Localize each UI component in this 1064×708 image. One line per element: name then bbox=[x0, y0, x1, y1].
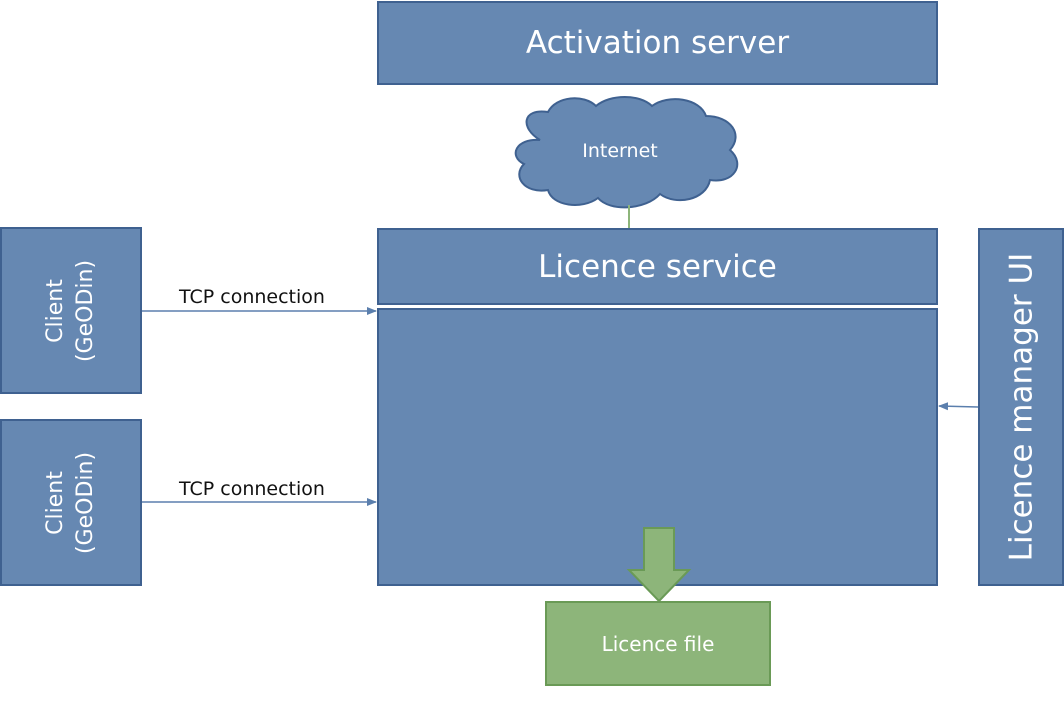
client-box-2: Client (GeODin) bbox=[0, 419, 142, 586]
activation-server-box: Activation server bbox=[377, 1, 938, 85]
client-box-1: Client (GeODin) bbox=[0, 227, 142, 394]
internet-cloud-shape bbox=[514, 96, 739, 209]
activation-server-label: Activation server bbox=[525, 25, 790, 61]
licence-service-header: Licence service bbox=[377, 228, 938, 305]
licence-manager-ui-box: Licence manager UI bbox=[978, 228, 1064, 586]
licence-file-box: Licence file bbox=[545, 601, 771, 686]
tcp-connection-label-1: TCP connection bbox=[179, 286, 325, 308]
licence-file-label: Licence file bbox=[601, 631, 715, 656]
licence-service-label: Licence service bbox=[538, 248, 777, 285]
internet-label: Internet bbox=[582, 140, 658, 162]
manager-arrow bbox=[938, 402, 979, 411]
down-arrow-icon bbox=[626, 527, 692, 603]
tcp-connection-label-2: TCP connection bbox=[179, 478, 325, 500]
